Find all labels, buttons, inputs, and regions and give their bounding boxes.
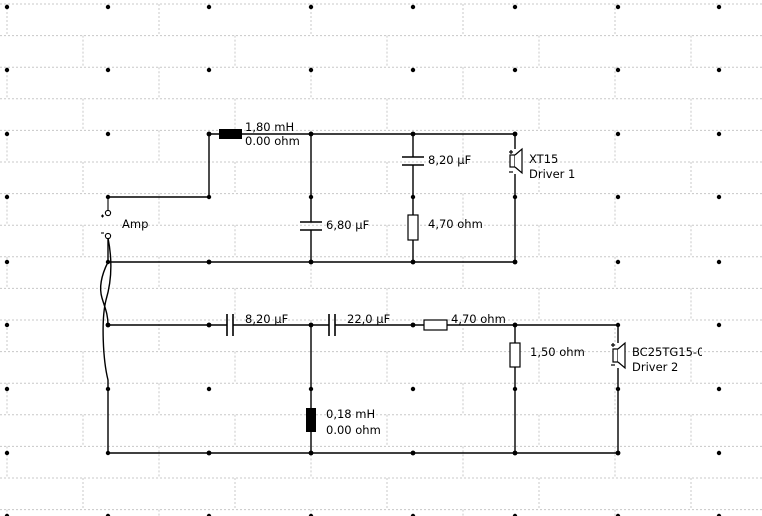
grid-dot — [410, 513, 416, 516]
capacitor-series-2b[interactable] — [328, 314, 336, 336]
grid-dot — [716, 386, 722, 392]
grid-dot — [410, 4, 416, 10]
inductor-1[interactable] — [219, 129, 242, 139]
resistor-series-2[interactable] — [423, 319, 448, 331]
driver2-label: Driver 2 — [632, 360, 679, 374]
capacitor-series-2a[interactable] — [226, 314, 234, 336]
grid-dot — [615, 4, 621, 10]
cap-shunt1-value: 6,80 µF — [326, 218, 370, 232]
junction-dots — [105, 131, 621, 456]
grid-dot — [4, 4, 10, 10]
wire-amp-to-driver2-minus — [102, 237, 112, 453]
grid-dot — [206, 386, 212, 392]
driver1-name: XT15 — [529, 152, 559, 166]
junction-dot — [308, 322, 314, 328]
grid-dot — [615, 67, 621, 73]
grid-dot — [615, 194, 621, 200]
junction-dot — [308, 131, 314, 137]
grid-dot — [4, 513, 10, 516]
capacitor-shunt-1[interactable] — [300, 221, 322, 231]
speaker-driver-1[interactable] — [509, 147, 523, 175]
grid-dot — [615, 131, 621, 137]
grid-dot — [105, 67, 111, 73]
cap-series2a-value: 8,20 µF — [245, 312, 289, 326]
inductor1-value: 1,80 mH — [245, 120, 295, 134]
junction-dot — [206, 322, 212, 328]
junction-dot — [308, 450, 314, 456]
capacitor-notch-1[interactable] — [402, 156, 424, 166]
grid-dot — [716, 322, 722, 328]
grid-dot — [716, 513, 722, 516]
grid-dot — [206, 4, 212, 10]
speaker-driver-2[interactable] — [611, 341, 626, 370]
cap-notch1-value: 8,20 µF — [428, 153, 472, 167]
grid-dots — [4, 4, 722, 516]
wire-amp-to-driver2-plus — [99, 261, 109, 326]
junction-dot — [615, 450, 621, 456]
amp-terminal[interactable] — [101, 197, 112, 240]
junction-dot — [410, 322, 416, 328]
junction-dot — [308, 259, 314, 265]
grid-dot — [410, 386, 416, 392]
grid-dot — [512, 67, 518, 73]
res-notch1-value: 4,70 ohm — [428, 217, 483, 231]
junction-dot — [512, 322, 518, 328]
grid-dot — [716, 194, 722, 200]
grid-dot — [4, 131, 10, 137]
grid-dot — [308, 4, 314, 10]
driver2-circuit — [99, 237, 619, 454]
grid-dot — [206, 67, 212, 73]
cap-series2b-value: 22,0 µF — [347, 312, 391, 326]
driver1-label: Driver 1 — [529, 167, 576, 181]
grid-dot — [716, 67, 722, 73]
wire-top-rail-2 — [447, 324, 619, 343]
grid-dot — [308, 513, 314, 516]
junction-dot — [410, 450, 416, 456]
grid-dot — [716, 4, 722, 10]
junction-dot — [410, 259, 416, 265]
grid-dot — [615, 513, 621, 516]
junction-dot — [410, 131, 416, 137]
grid-dot — [105, 513, 111, 516]
inductor2-value: 0,18 mH — [326, 407, 376, 421]
junction-dot — [206, 259, 212, 265]
junction-dot — [512, 131, 518, 137]
grid-dot — [410, 67, 416, 73]
junction-dot — [512, 259, 518, 265]
wire-amp-to-inductor1 — [108, 133, 219, 198]
inductor1-resistance: 0.00 ohm — [245, 134, 300, 148]
res-shunt2-value: 1,50 ohm — [530, 345, 585, 359]
grid-dot — [4, 259, 10, 265]
grid-dot — [105, 4, 111, 10]
grid-dot — [4, 67, 10, 73]
grid-dot — [512, 4, 518, 10]
grid-dot — [716, 450, 722, 456]
res-series2-value: 4,70 ohm — [451, 312, 506, 326]
resistor-notch-1[interactable] — [407, 214, 419, 241]
grid-dot — [206, 513, 212, 516]
grid-dot — [716, 259, 722, 265]
grid-dot — [308, 67, 314, 73]
inductor-shunt-2[interactable] — [306, 408, 316, 432]
grid-dot — [512, 513, 518, 516]
junction-dot — [512, 450, 518, 456]
grid-lines — [0, 3, 762, 516]
resistor-shunt-2[interactable] — [509, 342, 521, 368]
grid-dot — [4, 386, 10, 392]
inductor2-resistance: 0.00 ohm — [326, 423, 381, 437]
junction-dot — [206, 450, 212, 456]
grid-dot — [105, 131, 111, 137]
junction-dot — [206, 131, 212, 137]
grid-dot — [4, 194, 10, 200]
amp-label: Amp — [122, 217, 149, 231]
grid-dot — [615, 259, 621, 265]
grid-dot — [4, 322, 10, 328]
junction-dot — [105, 322, 111, 328]
driver2-name: BC25TG15-0 — [632, 346, 702, 359]
grid-dot — [716, 131, 722, 137]
grid-dot — [4, 450, 10, 456]
